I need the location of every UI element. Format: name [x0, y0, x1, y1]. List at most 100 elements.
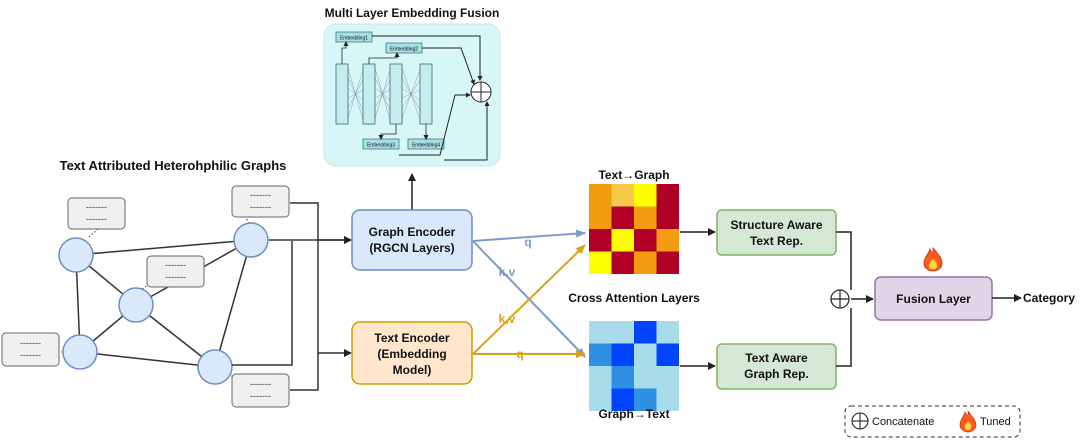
svg-text:-------: ------- [250, 202, 271, 212]
embedding-box: Embedding1 [335, 31, 373, 43]
graph-to-text-encoder-arrow [317, 240, 352, 357]
graph-to-graph-encoder-arrow [290, 202, 352, 244]
heatmap-cell [656, 388, 679, 411]
svg-text:Embedding3: Embedding3 [367, 143, 395, 149]
text-encoder-box: Text Encoder (Embedding Model) [351, 321, 473, 385]
svg-text:Text Rep.: Text Rep. [750, 234, 803, 248]
concatenate-icon [851, 412, 869, 430]
svg-text:-------: ------- [86, 202, 107, 212]
svg-text:-------: ------- [250, 190, 271, 200]
svg-text:-------: ------- [165, 260, 186, 270]
heatmap-cell [634, 251, 657, 274]
heatmap-cell [611, 229, 634, 252]
mlef-title: Multi Layer Embedding Fusion [325, 6, 500, 20]
heatmap-cell [611, 251, 634, 274]
heatmap-cell [589, 206, 612, 229]
heatmap-cell [589, 229, 612, 252]
heatmap-cell [611, 321, 634, 344]
legend: Concatenate Tuned [844, 405, 1021, 438]
q-label: q [516, 347, 523, 361]
heatmap-cell [589, 388, 612, 411]
structure-to-concat-line [836, 231, 852, 290]
svg-text:Embedding4: Embedding4 [412, 143, 440, 149]
mlef-panel: Embedding1 Embedding2 Embedding3 Embeddi… [323, 23, 501, 167]
heatmap-graph-to-text [589, 321, 679, 411]
layer-bar [389, 63, 403, 125]
heatmap-cell [634, 184, 657, 207]
heatmap-cell [656, 184, 679, 207]
svg-text:-------: ------- [250, 379, 271, 389]
structure-aware-box: Structure Aware Text Rep. [716, 209, 837, 256]
layer-bar [362, 63, 376, 125]
output-category: Category [1023, 291, 1075, 305]
heatmap-cell [656, 229, 679, 252]
text-aware-box: Text Aware Graph Rep. [716, 343, 837, 390]
svg-text:Embedding2: Embedding2 [390, 47, 418, 53]
tuned-flame-icon [959, 410, 977, 433]
heatmap-cell [656, 321, 679, 344]
heatmap-cell [634, 343, 657, 366]
heatmap-cell [611, 206, 634, 229]
text-attribute-box: ------- ------- [146, 255, 205, 288]
svg-text:Text Aware: Text Aware [745, 351, 808, 365]
heatmap-cell [634, 229, 657, 252]
svg-text:Graph Rep.: Graph Rep. [744, 367, 809, 381]
heatmap-cell [634, 388, 657, 411]
graph-node [118, 287, 154, 323]
svg-text:Structure Aware: Structure Aware [730, 218, 822, 232]
text-attribute-box: ------- ------- [231, 373, 290, 408]
textaware-to-concat-line [836, 308, 852, 367]
graph-to-text-encoder-arrow [290, 353, 319, 391]
q-label: q [524, 235, 531, 249]
svg-text:-------: ------- [250, 391, 271, 401]
embedding-box: Embedding4 [407, 138, 445, 150]
graph-to-text-encoder-arrow [232, 241, 293, 366]
embedding-box: Embedding3 [362, 138, 400, 150]
heatmap-title-top: Text→Graph [598, 168, 669, 182]
tuned-flame-icon [923, 246, 943, 272]
heatmap-cell [589, 184, 612, 207]
text-kv-arrow [472, 244, 586, 355]
svg-text:Graph Encoder: Graph Encoder [369, 225, 456, 239]
svg-text:-------: ------- [165, 272, 186, 282]
text-attribute-box: ------- ------- [67, 197, 126, 230]
layer-bar [335, 63, 349, 125]
heatmap-cell [634, 366, 657, 389]
fusion-sum-icon [470, 81, 492, 103]
heatmap-cell [611, 366, 634, 389]
heatmap-text-to-graph [589, 184, 679, 274]
graph-q-arrow [472, 229, 586, 242]
graph-node [197, 349, 233, 385]
svg-text:-------: ------- [20, 338, 41, 348]
graph-node [233, 222, 269, 258]
graph-encoder-box: Graph Encoder (RGCN Layers) [351, 209, 473, 271]
graph-title: Text Attributed Heterohphilic Graphs [60, 158, 287, 173]
layer-bar [419, 63, 433, 125]
svg-text:Fusion Layer: Fusion Layer [896, 292, 971, 306]
legend-tuned-label: Tuned [980, 416, 1011, 428]
fusion-layer-box: Fusion Layer [874, 276, 993, 321]
heatmap-cell [634, 321, 657, 344]
svg-text:(Embedding: (Embedding [377, 347, 446, 361]
heatmap-cell [611, 184, 634, 207]
heatmap-cell [656, 343, 679, 366]
embedding-box: Embedding2 [385, 42, 423, 54]
heatmap-cell [656, 251, 679, 274]
kv-label: k,v [499, 312, 516, 326]
graph-node [58, 237, 94, 273]
heatmap-cell [589, 343, 612, 366]
heatmap-cell [589, 251, 612, 274]
heatmap-cell [634, 206, 657, 229]
heatmap-title-bottom: Graph→Text [598, 407, 669, 421]
concatenate-icon [830, 289, 850, 309]
svg-text:(RGCN Layers): (RGCN Layers) [369, 241, 454, 255]
svg-text:Embedding1: Embedding1 [340, 36, 368, 42]
cross-attention-title: Cross Attention Layers [568, 291, 700, 305]
heatmap-cell [611, 388, 634, 411]
svg-text:-------: ------- [86, 214, 107, 224]
heatmap-cell [656, 366, 679, 389]
kv-label: k,v [499, 265, 516, 279]
graph-node [62, 334, 98, 370]
heatmap-cell [611, 343, 634, 366]
